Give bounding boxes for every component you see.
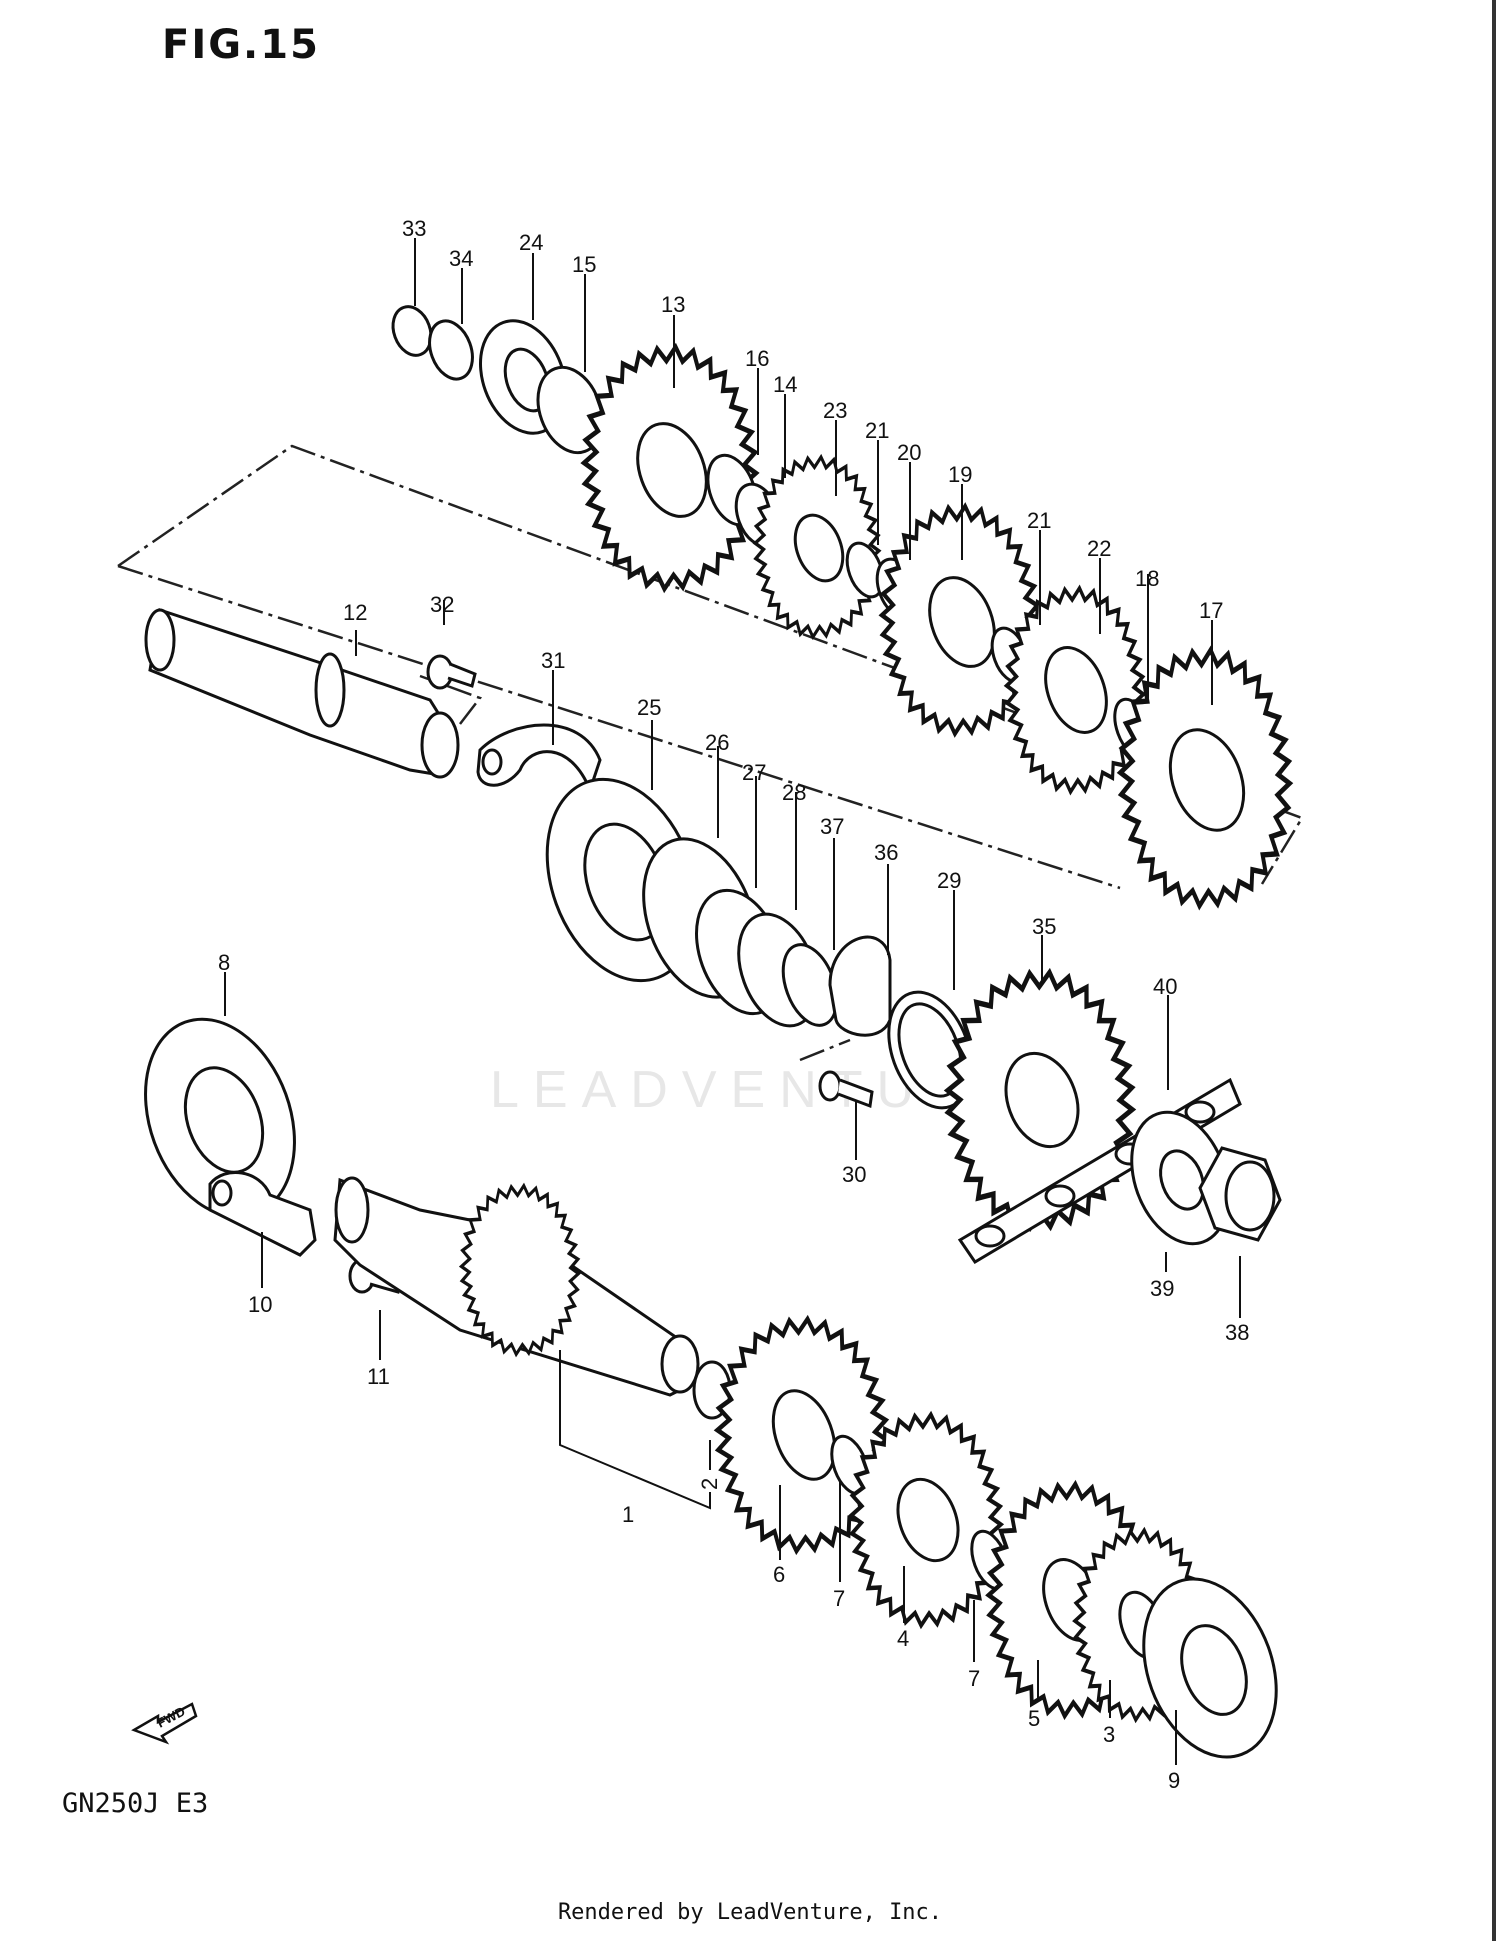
washer-34 <box>428 319 474 381</box>
callout-labels: 33 34 24 15 13 16 14 23 21 20 19 21 22 1… <box>218 216 1249 1793</box>
figure-title: FIG.15 <box>162 22 320 68</box>
callout-32: 32 <box>430 592 454 617</box>
callout-11: 11 <box>367 1364 390 1389</box>
callout-18: 18 <box>1135 566 1159 591</box>
screw-32 <box>426 654 477 690</box>
callout-29: 29 <box>937 868 961 893</box>
callout-17: 17 <box>1199 598 1223 623</box>
plate-10 <box>208 1170 317 1257</box>
callout-16: 16 <box>745 346 769 371</box>
callout-33: 33 <box>402 216 426 241</box>
callout-13: 13 <box>661 292 685 317</box>
bearing-8 <box>144 1017 296 1219</box>
callout-21b: 21 <box>1027 508 1051 533</box>
callout-12: 12 <box>343 600 367 625</box>
callout-30: 30 <box>842 1162 866 1187</box>
callout-7b: 7 <box>968 1666 980 1691</box>
callout-36: 36 <box>874 840 898 865</box>
callout-31: 31 <box>541 648 565 673</box>
callout-39: 39 <box>1150 1276 1174 1301</box>
callout-22: 22 <box>1087 536 1111 561</box>
callout-5: 5 <box>1028 1706 1040 1731</box>
counter-gear-group <box>391 305 1302 920</box>
plate-31 <box>476 723 602 795</box>
callout-1: 1 <box>622 1502 634 1527</box>
model-code: GN250J E3 <box>62 1788 209 1819</box>
callout-34: 34 <box>449 246 473 271</box>
callout-7a: 7 <box>833 1586 845 1611</box>
leader-lines <box>224 238 1241 1765</box>
callout-28: 28 <box>782 780 806 805</box>
callout-4: 4 <box>897 1626 909 1651</box>
callout-37: 37 <box>820 814 844 839</box>
callout-19: 19 <box>948 462 972 487</box>
callout-15: 15 <box>572 252 596 277</box>
callout-8: 8 <box>218 950 230 975</box>
callout-25: 25 <box>637 695 661 720</box>
callout-20: 20 <box>897 440 921 465</box>
callout-10: 10 <box>248 1292 272 1317</box>
callout-24: 24 <box>519 230 543 255</box>
callout-3: 3 <box>1103 1722 1115 1747</box>
nut-38 <box>1198 1146 1282 1242</box>
bolt-30 <box>818 1070 874 1109</box>
countershaft-12 <box>144 608 460 779</box>
callout-38: 38 <box>1225 1320 1249 1345</box>
scan-edge <box>1492 0 1496 1941</box>
spacer-36 <box>828 935 892 1037</box>
mainshaft-1 <box>333 1174 700 1397</box>
callout-2: 2 <box>697 1478 722 1490</box>
fwd-arrow-icon: FWD <box>131 1702 198 1745</box>
callout-23: 23 <box>823 398 847 423</box>
callout-40: 40 <box>1153 974 1177 999</box>
callout-26: 26 <box>705 730 729 755</box>
footer-credit: Rendered by LeadVenture, Inc. <box>557 1900 943 1925</box>
callout-6: 6 <box>773 1562 785 1587</box>
callout-35: 35 <box>1032 914 1056 939</box>
callout-9: 9 <box>1168 1768 1180 1793</box>
circlip-33 <box>391 305 433 357</box>
callout-21a: 21 <box>865 418 889 443</box>
mainshaft-gears <box>706 1306 1278 1759</box>
sprocket-group <box>545 777 1143 1239</box>
callout-14: 14 <box>773 372 797 397</box>
callout-27: 27 <box>742 760 766 785</box>
